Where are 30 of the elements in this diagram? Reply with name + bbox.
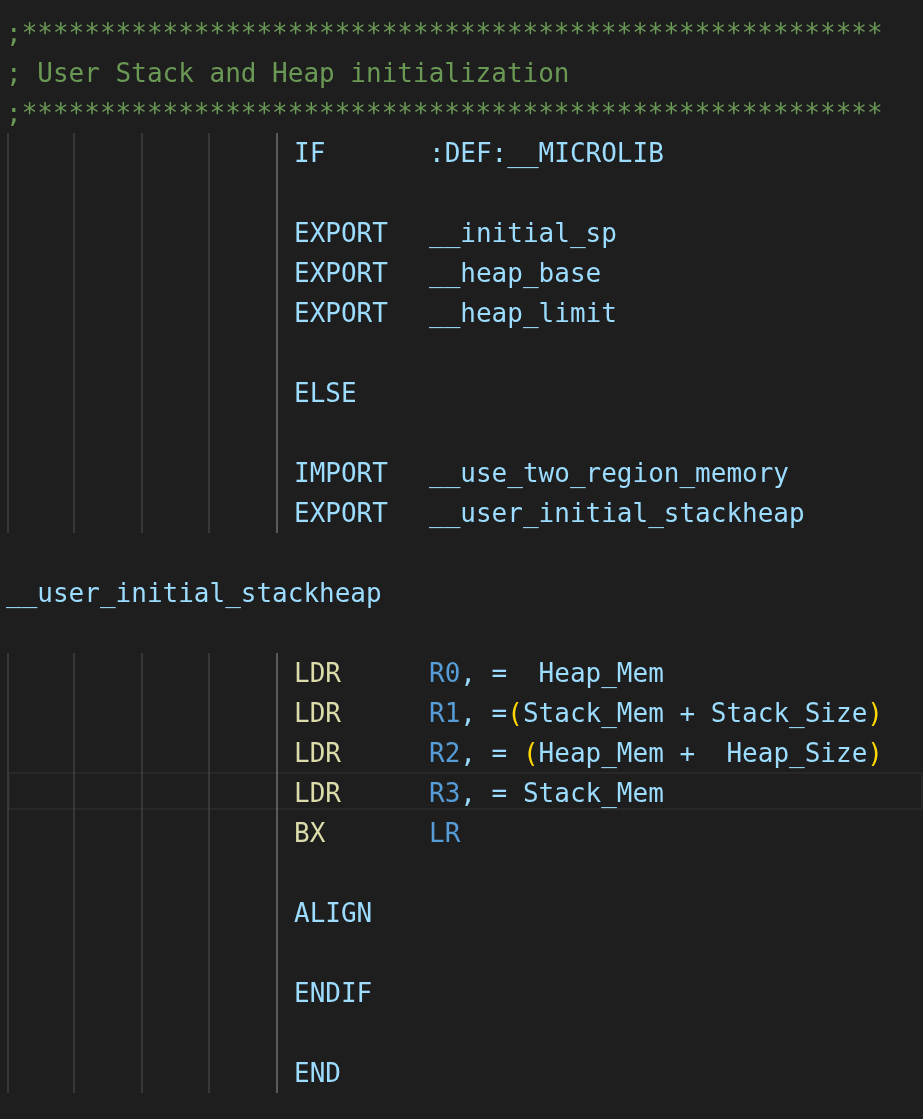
- assembler-directive: IF: [294, 137, 326, 170]
- symbol-name: __heap_base: [429, 257, 602, 290]
- instruction-operand: R2, = (Heap_Mem + Heap_Size): [429, 737, 883, 770]
- symbol-name: :DEF:__MICROLIB: [429, 137, 664, 170]
- assembler-directive: EXPORT: [294, 217, 388, 250]
- instruction-mnemonic: LDR: [294, 697, 341, 730]
- instruction-operand: R3, = Stack_Mem: [429, 777, 664, 810]
- instruction-mnemonic: BX: [294, 817, 326, 850]
- code-comment: ;*******************************************************: [6, 17, 883, 50]
- instruction-mnemonic: LDR: [294, 657, 341, 690]
- instruction-mnemonic: LDR: [294, 737, 341, 770]
- assembler-directive: ALIGN: [294, 897, 373, 930]
- instruction-operand: R0, = Heap_Mem: [429, 657, 664, 690]
- instruction-operand: R1, =(Stack_Mem + Stack_Size): [429, 697, 883, 730]
- assembler-directive: EXPORT: [294, 297, 388, 330]
- symbol-name: __initial_sp: [429, 217, 617, 250]
- instruction-operand: LR: [429, 817, 461, 850]
- assembler-directive: END: [294, 1057, 341, 1090]
- assembler-directive: ENDIF: [294, 977, 373, 1010]
- code-comment: ;*******************************************************: [6, 97, 883, 130]
- instruction-mnemonic: LDR: [294, 777, 341, 810]
- assembler-directive: ELSE: [294, 377, 357, 410]
- symbol-name: __heap_limit: [429, 297, 617, 330]
- assembler-directive: EXPORT: [294, 257, 388, 290]
- code-comment: ; User Stack and Heap initialization: [6, 57, 570, 90]
- symbol-name: __use_two_region_memory: [429, 457, 790, 490]
- assembler-directive: EXPORT: [294, 497, 388, 530]
- code-label: __user_initial_stackheap: [6, 577, 382, 610]
- assembler-directive: IMPORT: [294, 457, 388, 490]
- symbol-name: __user_initial_stackheap: [429, 497, 805, 530]
